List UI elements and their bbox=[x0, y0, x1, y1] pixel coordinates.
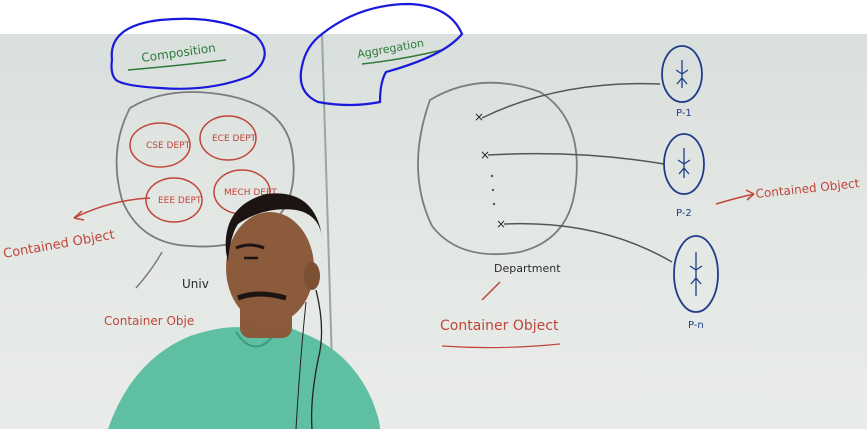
svg-text:×: × bbox=[474, 110, 484, 124]
svg-text:×: × bbox=[480, 148, 490, 162]
person-oval-n bbox=[673, 235, 719, 313]
svg-text:×: × bbox=[496, 217, 506, 231]
aggregation-heading: Aggregation bbox=[356, 36, 425, 60]
person-label-n: P-n bbox=[688, 320, 704, 331]
person-label-1: P-1 bbox=[676, 108, 692, 119]
composition-heading: Composition bbox=[140, 41, 216, 65]
dept-blob-eee bbox=[145, 177, 203, 223]
person-oval-2 bbox=[663, 133, 705, 195]
dept-blob-cse bbox=[129, 122, 191, 168]
presenter bbox=[108, 193, 380, 429]
composition-container-label: Container Obje bbox=[104, 314, 194, 328]
composition-contained-label: Contained Object bbox=[2, 228, 116, 262]
department-outline bbox=[417, 81, 578, 256]
aggregation-whole-label: Department bbox=[494, 262, 561, 275]
dept-label-mech: MECH DEPT bbox=[224, 188, 277, 198]
dept-label-ece: ECE DEPT bbox=[212, 134, 257, 144]
person-label-2: P-2 bbox=[676, 208, 692, 219]
annotation-circle-aggregation bbox=[299, 2, 464, 107]
dept-blob-ece bbox=[199, 115, 257, 161]
dept-label-eee: EEE DEPT bbox=[158, 196, 202, 206]
aggregation-contained-label: Contained Object bbox=[755, 176, 860, 201]
annotation-circle-composition bbox=[110, 17, 266, 90]
composition-whole-label: Univ bbox=[182, 277, 209, 291]
dept-label-cse: CSE DEPT bbox=[146, 141, 191, 151]
person-oval-1 bbox=[661, 45, 703, 103]
aggregation-container-label: Container Object bbox=[440, 318, 559, 334]
